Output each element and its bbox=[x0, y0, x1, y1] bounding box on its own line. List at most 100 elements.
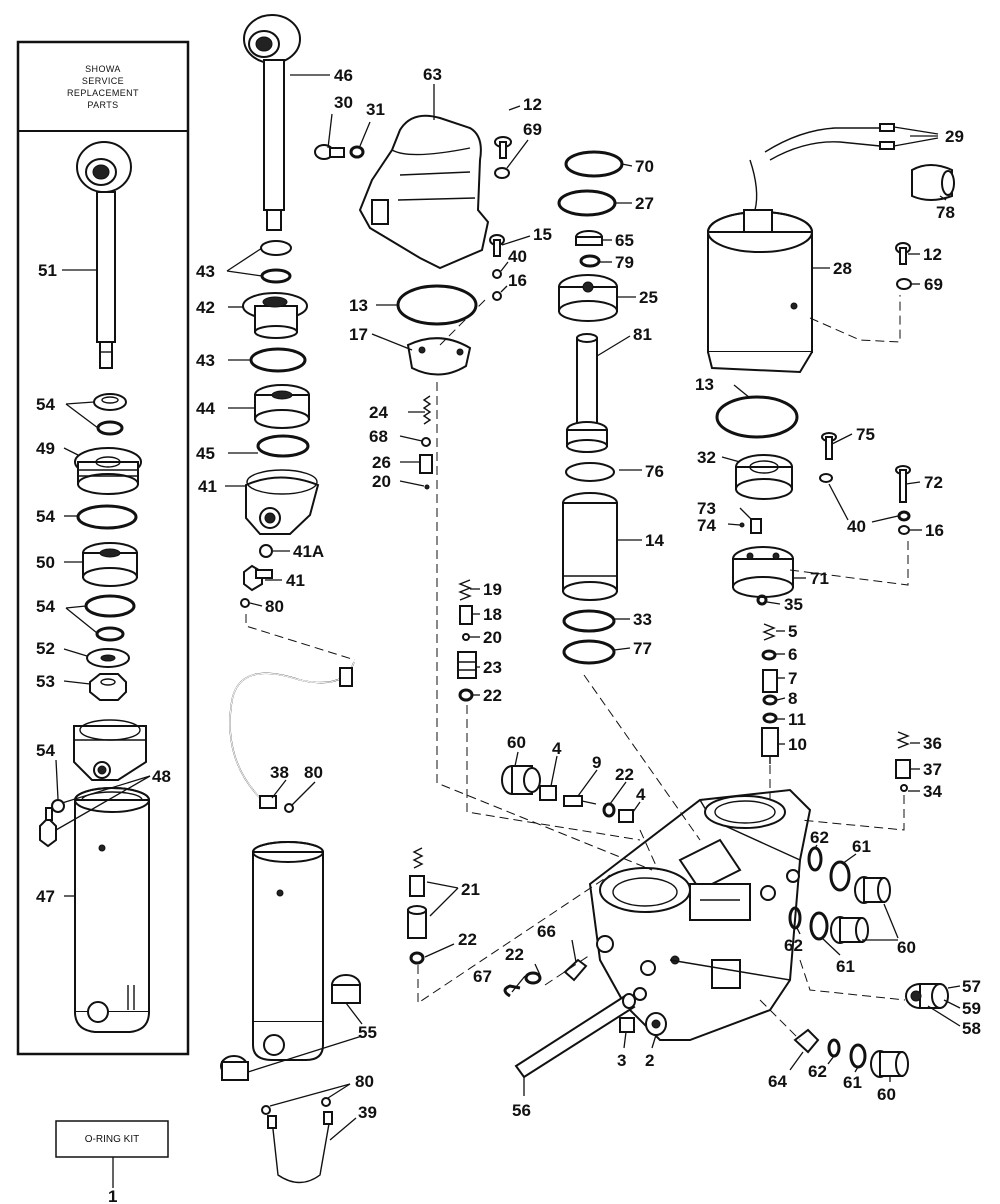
oring-kit-box bbox=[55, 1120, 169, 1158]
part-54-oring-c bbox=[95, 626, 125, 642]
part-48-fitting bbox=[39, 807, 57, 848]
callout-63: 63 bbox=[423, 65, 442, 84]
callout-61b: 61 bbox=[836, 957, 855, 976]
callout-49: 49 bbox=[36, 439, 55, 458]
callout-30: 30 bbox=[334, 93, 353, 112]
part-43-oring bbox=[249, 347, 307, 373]
part-22-oring-b bbox=[602, 802, 616, 818]
callout-4a: 4 bbox=[552, 739, 562, 758]
callout-9: 9 bbox=[592, 753, 601, 772]
part-55-bushings bbox=[220, 974, 361, 1081]
callout-40b: 40 bbox=[508, 247, 527, 266]
part-20-ball-a bbox=[424, 484, 430, 490]
callout-60b: 60 bbox=[897, 938, 916, 957]
part-46-trim-rod bbox=[243, 14, 301, 231]
part-76-ring bbox=[565, 462, 615, 482]
callout-41b: 41 bbox=[286, 571, 305, 590]
part-54-small-seal bbox=[51, 799, 65, 813]
part-69-washer-a bbox=[494, 167, 510, 179]
part-30-screw bbox=[314, 144, 345, 160]
part-20-ball-b bbox=[462, 633, 470, 641]
part-61-oring-b bbox=[809, 911, 829, 941]
callout-20b: 20 bbox=[483, 628, 502, 647]
part-54-seal-set bbox=[93, 393, 127, 436]
callout-5: 5 bbox=[788, 622, 797, 641]
part-7-valve bbox=[762, 669, 778, 693]
part-54-oring-b bbox=[84, 594, 136, 618]
part-37-seat bbox=[895, 759, 911, 779]
oring-kit-label: O-RING KIT bbox=[84, 1133, 140, 1145]
part-62-oring-c bbox=[827, 1038, 841, 1058]
part-34-ball bbox=[900, 784, 908, 792]
showa-box-title: SHOWA SERVICE REPLACEMENT PARTS bbox=[67, 64, 139, 110]
callout-22d: 22 bbox=[505, 945, 524, 964]
part-24-spring bbox=[422, 395, 432, 425]
part-23-valve-body bbox=[457, 651, 477, 679]
part-40-washer-b bbox=[492, 269, 502, 279]
callout-54a: 54 bbox=[36, 395, 55, 414]
callout-18: 18 bbox=[483, 605, 502, 624]
part-79-oring bbox=[579, 254, 601, 268]
callout-62c: 62 bbox=[808, 1062, 827, 1081]
callout-23: 23 bbox=[483, 658, 502, 677]
showa-parts-box bbox=[16, 40, 190, 1056]
callout-43b: 43 bbox=[196, 351, 215, 370]
callout-17: 17 bbox=[349, 325, 368, 344]
part-69-washer-b bbox=[896, 278, 912, 290]
callout-65: 65 bbox=[615, 231, 634, 250]
callout-60c: 60 bbox=[877, 1085, 896, 1104]
part-70-oring bbox=[564, 150, 624, 178]
part-9-check-valve bbox=[563, 795, 597, 807]
leader-lines bbox=[55, 74, 961, 1141]
callout-54b: 54 bbox=[36, 507, 55, 526]
callout-55: 55 bbox=[358, 1023, 377, 1042]
callout-58: 58 bbox=[962, 1019, 981, 1038]
part-67-clip bbox=[503, 984, 521, 998]
part-60-plug-a bbox=[501, 765, 541, 795]
callout-16: 16 bbox=[925, 521, 944, 540]
part-55-cylinder bbox=[252, 841, 324, 1061]
part-10-valve bbox=[761, 727, 779, 764]
part-41a-seal bbox=[259, 544, 273, 558]
callout-12b: 12 bbox=[523, 95, 542, 114]
callout-74: 74 bbox=[697, 516, 716, 535]
part-54-oring-a bbox=[76, 504, 138, 530]
callout-34: 34 bbox=[923, 782, 942, 801]
callout-12: 12 bbox=[923, 245, 942, 264]
part-13-oring-b bbox=[396, 284, 478, 326]
callout-78: 78 bbox=[936, 203, 955, 222]
part-12-screw-a bbox=[494, 136, 512, 159]
callout-28: 28 bbox=[833, 259, 852, 278]
part-4-spring-b bbox=[618, 809, 634, 823]
part-15-screw bbox=[489, 234, 505, 257]
callout-66: 66 bbox=[537, 922, 556, 941]
callout-41: 41 bbox=[198, 477, 217, 496]
part-47-cylinder bbox=[74, 787, 150, 1033]
callout-22c: 22 bbox=[458, 930, 477, 949]
part-39-line bbox=[261, 1097, 333, 1184]
callout-19: 19 bbox=[483, 580, 502, 599]
part-40-washer-c bbox=[897, 510, 911, 522]
callout-45: 45 bbox=[196, 444, 215, 463]
callout-61a: 61 bbox=[852, 837, 871, 856]
callout-46: 46 bbox=[334, 66, 353, 85]
callout-41a: 41A bbox=[293, 542, 324, 561]
part-61-oring-a bbox=[829, 860, 851, 892]
part-57-59-58-valve bbox=[905, 983, 949, 1009]
part-13-oring-a bbox=[715, 395, 799, 439]
part-17-plate bbox=[406, 337, 472, 376]
part-44-piston bbox=[254, 384, 310, 429]
part-26-seat bbox=[419, 454, 433, 474]
callout-4b: 4 bbox=[636, 785, 646, 804]
part-68-ball bbox=[421, 437, 431, 447]
callout-50: 50 bbox=[36, 553, 55, 572]
callout-11: 11 bbox=[788, 710, 806, 729]
callout-42: 42 bbox=[196, 298, 215, 317]
callout-56: 56 bbox=[512, 1101, 531, 1120]
callout-64: 64 bbox=[768, 1072, 787, 1091]
callout-53: 53 bbox=[36, 672, 55, 691]
part-42-gland bbox=[242, 292, 308, 339]
callout-68: 68 bbox=[369, 427, 388, 446]
callout-67: 67 bbox=[473, 967, 492, 986]
part-61-oring-c bbox=[849, 1043, 867, 1069]
